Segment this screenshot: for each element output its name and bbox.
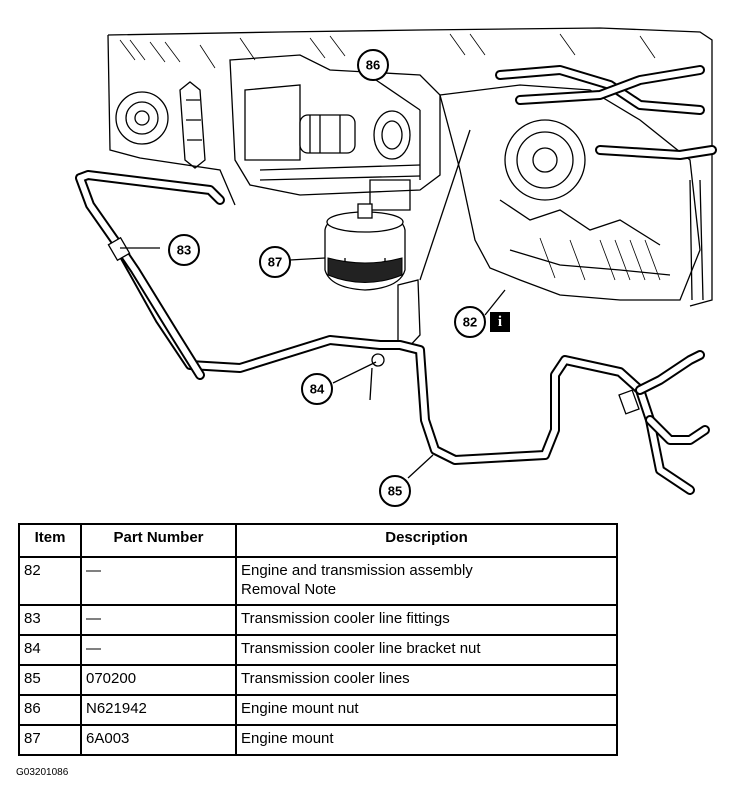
description: Transmission cooler line bracket nut (235, 634, 618, 666)
part-number: 070200 (80, 664, 237, 696)
engine-diagram: 86 83 87 82 i 84 85 (75, 27, 717, 507)
description: Engine mount (235, 724, 618, 756)
header-part-number: Part Number (80, 523, 237, 558)
svg-text:85: 85 (388, 484, 402, 499)
figure-code: G03201086 (16, 767, 69, 778)
parts-table: Item Part Number Description 82 — Engine… (18, 523, 618, 756)
part-number: — (80, 604, 237, 636)
svg-text:84: 84 (310, 382, 325, 397)
description: Engine mount nut (235, 694, 618, 726)
item-number: 84 (18, 634, 82, 666)
engine-compartment-drawing (107, 27, 717, 367)
part-number: — (80, 556, 237, 606)
table-row: 83 — Transmission cooler line fittings (18, 604, 618, 636)
item-number: 87 (18, 724, 82, 756)
table-row: 85 070200 Transmission cooler lines (18, 664, 618, 696)
svg-text:82: 82 (463, 315, 477, 330)
description: Transmission cooler lines (235, 664, 618, 696)
callout-86: 86 (357, 49, 389, 81)
info-icon[interactable]: i (490, 312, 510, 332)
callout-82: 82 (454, 306, 486, 338)
table-row: 86 N621942 Engine mount nut (18, 694, 618, 726)
description: Engine and transmission assembly Removal… (235, 556, 618, 606)
description: Transmission cooler line fittings (235, 604, 618, 636)
part-number: 6A003 (80, 724, 237, 756)
part-number: — (80, 634, 237, 666)
leader-lines (120, 77, 506, 479)
removal-note-link[interactable]: Removal Note (241, 581, 337, 598)
table-row: 82 — Engine and transmission assembly Re… (18, 556, 618, 606)
part-number: N621942 (80, 694, 237, 726)
svg-text:87: 87 (268, 255, 282, 270)
callout-83: 83 (168, 234, 200, 266)
header-description: Description (235, 523, 618, 558)
svg-text:86: 86 (366, 58, 380, 73)
item-number: 86 (18, 694, 82, 726)
svg-text:i: i (498, 314, 502, 330)
table-header-row: Item Part Number Description (18, 523, 618, 558)
callout-85: 85 (379, 475, 411, 507)
transmission-cooler-lines (75, 170, 710, 495)
table-row: 84 — Transmission cooler line bracket nu… (18, 634, 618, 666)
description-line: Engine and transmission assembly (241, 562, 473, 579)
item-number: 85 (18, 664, 82, 696)
svg-text:83: 83 (177, 243, 191, 258)
table-row: 87 6A003 Engine mount (18, 724, 618, 756)
item-number: 83 (18, 604, 82, 636)
callout-87: 87 (259, 246, 291, 278)
header-item: Item (18, 523, 82, 558)
item-number: 82 (18, 556, 82, 606)
callout-84: 84 (301, 373, 333, 405)
